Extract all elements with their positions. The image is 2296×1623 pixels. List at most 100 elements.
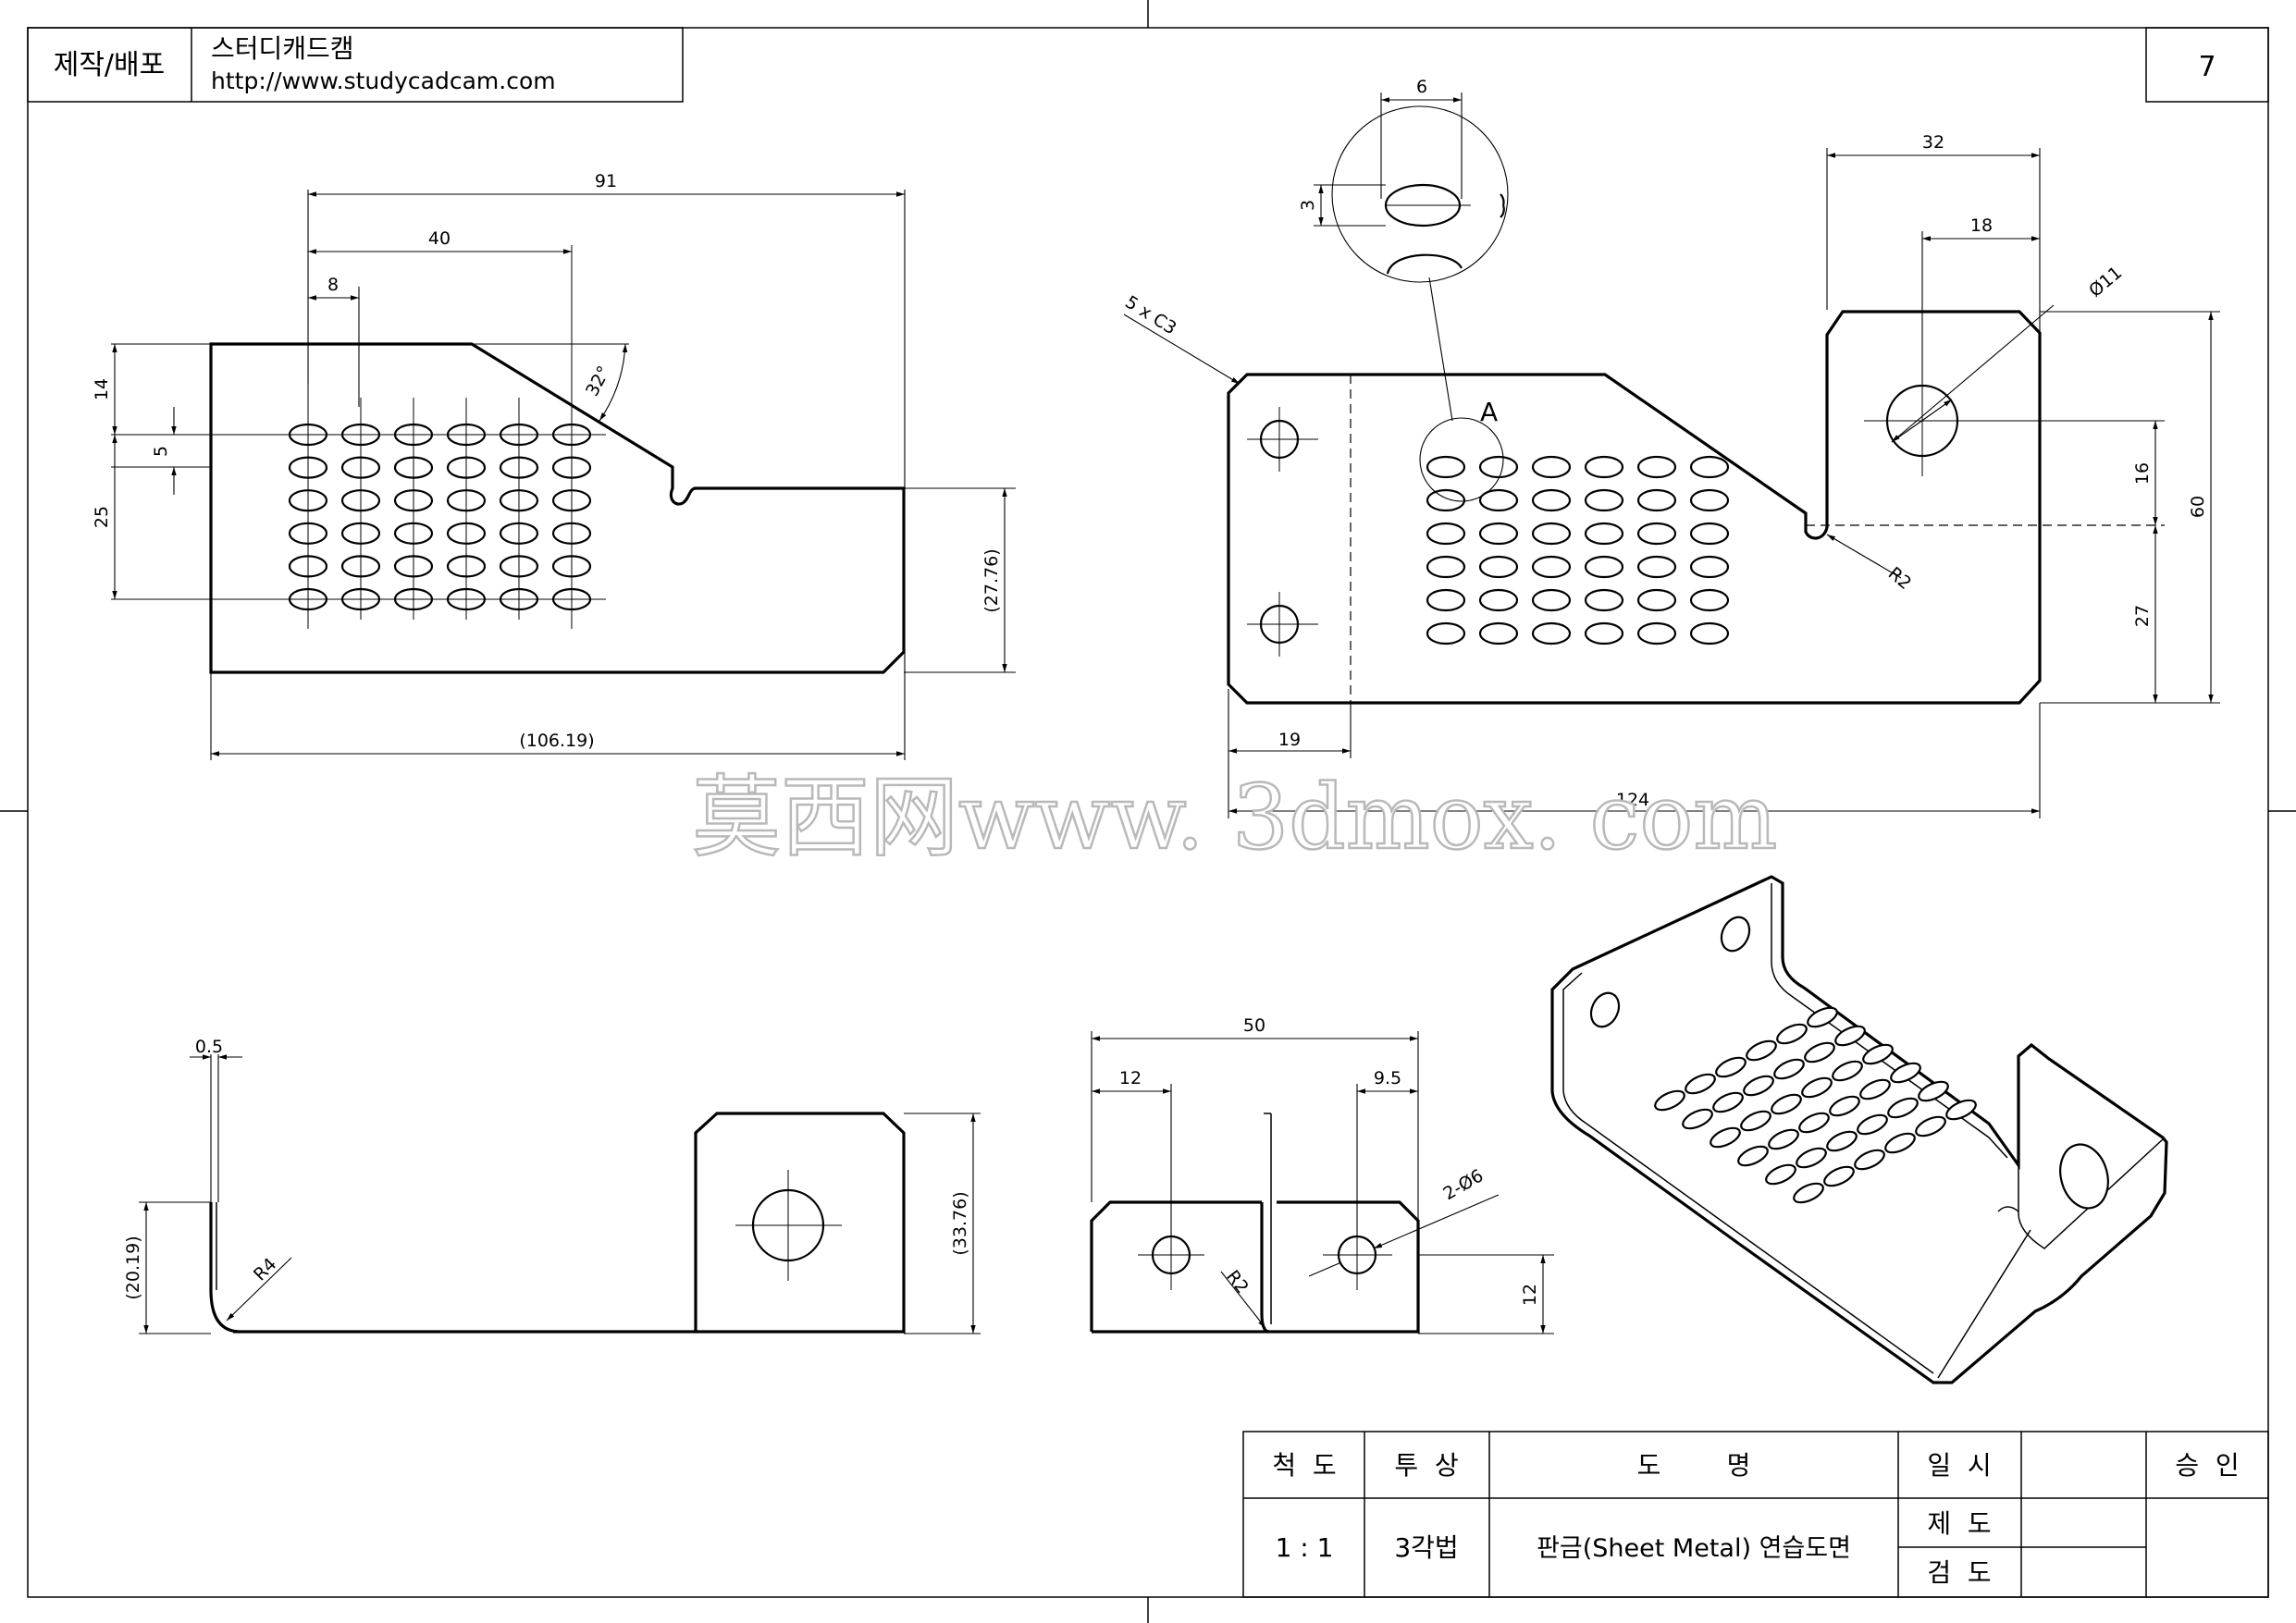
slot-hole	[1426, 621, 1466, 646]
iso-slot-hole	[1743, 1075, 1774, 1097]
slot-hole	[1689, 555, 1730, 579]
slot-hole	[1478, 621, 1519, 646]
slot-hole	[1426, 522, 1466, 546]
dim-6: 6	[1416, 77, 1427, 97]
iso-slot-hole	[1859, 1078, 1891, 1100]
dim-18: 18	[1970, 215, 1993, 236]
detail-label-a: A	[1480, 397, 1498, 427]
slot-hole	[1531, 455, 1572, 479]
dim-r2-top: R2	[1884, 563, 1916, 594]
slot-hole	[1478, 455, 1519, 479]
iso-slot-hole	[1796, 1147, 1827, 1169]
iso-slot-hole	[1654, 1089, 1685, 1112]
dim-12-horizontal: 12	[1119, 1068, 1142, 1088]
iso-slot-hole	[1715, 1056, 1747, 1078]
slot-hole	[1636, 588, 1677, 612]
bottom-left-view: 0.5 (20.19) R4 (33.76)	[123, 1037, 981, 1334]
slot-hole	[1636, 455, 1677, 479]
slot-hole	[1478, 488, 1519, 512]
iso-slot-hole	[1740, 1110, 1771, 1132]
slot-hole	[1636, 488, 1677, 512]
top-left-outline	[209, 342, 906, 674]
slot-hole	[1584, 488, 1624, 512]
slot-hole	[1584, 555, 1624, 579]
iso-slot-hole	[1801, 1076, 1833, 1099]
dim-2-holes-dia-6: 2-Ø6	[1440, 1165, 1487, 1204]
iso-slot-hole	[1945, 1099, 1977, 1121]
iso-slot-hole	[1765, 1163, 1796, 1186]
title-approval-header: 승 인	[2175, 1450, 2239, 1481]
watermark-text: 莫西网www. 3dmox. com	[692, 766, 1777, 869]
slot-hole	[1584, 621, 1624, 646]
slot-hole	[1478, 588, 1519, 612]
dim-dia-11: Ø11	[2085, 263, 2126, 301]
slot-hole	[1584, 455, 1624, 479]
page-number: 7	[2198, 51, 2216, 83]
top-left-view: 91 40 8 14 5 25 (27.76) (106.19) 32°	[92, 171, 1016, 760]
top-right-outline	[1227, 310, 2042, 705]
iso-slot-hole	[1890, 1062, 1921, 1084]
top-right-hole-pattern	[1426, 455, 1730, 646]
slot-hole	[1689, 588, 1730, 612]
iso-slot-hole	[1918, 1080, 1949, 1102]
iso-slot-hole	[1862, 1043, 1894, 1065]
title-drawing-name: 판금(Sheet Metal) 연습도면	[1537, 1534, 1851, 1563]
slot-hole	[1689, 621, 1730, 646]
iso-slot-hole	[1768, 1128, 1799, 1150]
title-scale-value: 1 : 1	[1276, 1532, 1334, 1563]
slot-hole	[1584, 522, 1624, 546]
iso-slot-hole	[1884, 1132, 1916, 1154]
slot-hole	[1636, 621, 1677, 646]
dim-3: 3	[1298, 200, 1318, 211]
slot-hole	[1689, 488, 1730, 512]
iso-slot-hole	[1771, 1093, 1802, 1115]
title-date-header: 일 시	[1927, 1450, 1991, 1481]
top-right-view: A 6 3 5 x C3 32 18 Ø11	[1121, 77, 2220, 818]
title-drafted-label: 제 도	[1927, 1508, 1991, 1539]
dim-angle-32: 32°	[582, 363, 614, 400]
iso-slot-hole	[1746, 1039, 1777, 1062]
iso-slot-hole	[1776, 1023, 1808, 1045]
title-block: 척 도 투 상 도 명 일 시 승 인 1 : 1 3각법 판금(Sheet M…	[1242, 1431, 2269, 1598]
bottom-middle-view: 50 12 9.5 2-Ø6 R2 12	[1090, 1015, 1554, 1334]
slot-hole	[1478, 522, 1519, 546]
iso-outline	[1550, 875, 2168, 1384]
iso-slot-hole	[1823, 1165, 1855, 1187]
iso-slot-hole	[1737, 1145, 1769, 1167]
iso-slot-hole	[1682, 1108, 1713, 1130]
bottom-left-outline	[209, 1112, 906, 1334]
slot-hole	[1584, 588, 1624, 612]
slot-hole	[1531, 522, 1572, 546]
dim-20-19: (20.19)	[123, 1236, 143, 1299]
slot-hole	[1531, 488, 1572, 512]
dim-50: 50	[1243, 1015, 1265, 1036]
dim-106-19: (106.19)	[519, 731, 594, 751]
dim-33-76: (33.76)	[950, 1191, 970, 1255]
iso-slot-hole	[1798, 1112, 1830, 1134]
dim-124: 124	[1616, 790, 1649, 810]
slot-hole	[1531, 621, 1572, 646]
title-projection-header: 투 상	[1394, 1450, 1458, 1481]
dim-16: 16	[2132, 462, 2153, 485]
dim-12-vertical: 12	[1520, 1284, 1540, 1306]
slot-hole	[1636, 522, 1677, 546]
dim-0-5: 0.5	[195, 1037, 223, 1057]
header-label: 제작/배포	[54, 49, 166, 81]
slot-hole	[1531, 555, 1572, 579]
iso-slot-hole	[1826, 1130, 1858, 1152]
top-left-hole-pattern	[288, 398, 592, 620]
dim-5: 5	[151, 446, 171, 457]
title-checked-label: 검 도	[1927, 1557, 1991, 1588]
iso-slot-hole	[1834, 1025, 1866, 1047]
header-block: 제작/배포 스터디캐드캠 http://www.studycadcam.com …	[27, 27, 2269, 103]
iso-slot-hole	[1915, 1115, 1946, 1137]
dim-chamfer: 5 x C3	[1121, 292, 1179, 339]
title-projection-value: 3각법	[1394, 1532, 1458, 1563]
iso-slot-hole	[1793, 1182, 1824, 1204]
iso-slot-hole	[1829, 1095, 1860, 1117]
dim-60: 60	[2188, 496, 2208, 518]
slot-hole	[1689, 522, 1730, 546]
dim-r2-bottom: R2	[1222, 1267, 1253, 1297]
